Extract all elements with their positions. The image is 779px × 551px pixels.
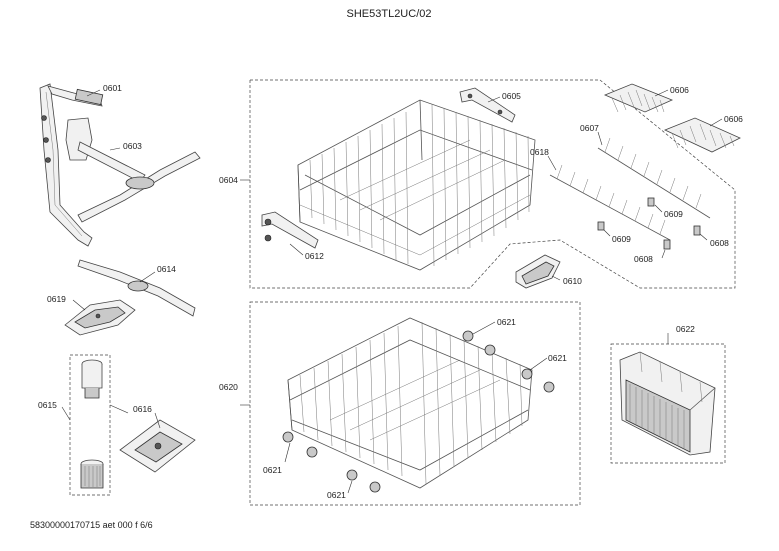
rack-handle-0610	[515, 254, 561, 289]
cup-shelf-0606a	[603, 83, 674, 113]
upper-rack-frame	[249, 79, 736, 289]
label-0621-d: 0621	[327, 490, 346, 500]
rack-bracket-0612	[261, 211, 319, 256]
label-0621-a: 0621	[497, 317, 516, 327]
label-0601: 0601	[103, 83, 122, 93]
label-0609-b: 0609	[612, 234, 631, 244]
label-0619: 0619	[47, 294, 66, 304]
label-0610: 0610	[563, 276, 582, 286]
wheel-0621-b	[521, 357, 555, 393]
lower-spray-arm	[77, 259, 196, 317]
label-0607: 0607	[580, 123, 599, 133]
clip-0609a	[647, 197, 663, 213]
rack-bracket-0605	[459, 87, 516, 123]
label-0622: 0622	[676, 324, 695, 334]
diagram-footer: 58300000170715 aet 000 f 6/6	[30, 520, 153, 530]
cup-shelf-0606b	[663, 117, 741, 153]
flat-filter	[109, 404, 196, 473]
spray-arm-supply-group	[39, 83, 201, 247]
lower-rack-frame	[249, 301, 581, 506]
wheel-0621-a	[462, 321, 496, 356]
label-0606-a: 0606	[670, 85, 689, 95]
clip-0608b	[661, 239, 671, 259]
clip-0609b	[597, 221, 611, 237]
label-0615: 0615	[38, 400, 57, 410]
wheel-0621-c	[282, 431, 318, 463]
wheel-0621-d	[346, 469, 381, 494]
label-0614: 0614	[157, 264, 176, 274]
cutlery-basket-frame	[610, 343, 726, 464]
clip-0608a	[693, 225, 708, 241]
tine-row-0607	[597, 131, 711, 219]
label-0605: 0605	[502, 91, 521, 101]
label-0603: 0603	[123, 141, 142, 151]
tine-row-0618	[547, 155, 671, 241]
label-0621-b: 0621	[548, 353, 567, 363]
label-0604: 0604	[219, 175, 238, 185]
diagram-title: SHE53TL2UC/02	[347, 8, 432, 20]
label-0608-b: 0608	[634, 254, 653, 264]
label-0612: 0612	[305, 251, 324, 261]
filter-assembly-frame	[69, 354, 111, 496]
lower-rack	[287, 317, 533, 489]
label-0621-c: 0621	[263, 465, 282, 475]
label-0608-a: 0608	[710, 238, 729, 248]
micro-filter	[61, 359, 104, 489]
filter-disc	[64, 299, 136, 336]
label-0620: 0620	[219, 382, 238, 392]
label-0616: 0616	[133, 404, 152, 414]
label-0606-b: 0606	[724, 114, 743, 124]
label-0609-a: 0609	[664, 209, 683, 219]
cutlery-basket	[619, 351, 716, 456]
upper-rack	[297, 99, 536, 271]
label-0618: 0618	[530, 147, 549, 157]
